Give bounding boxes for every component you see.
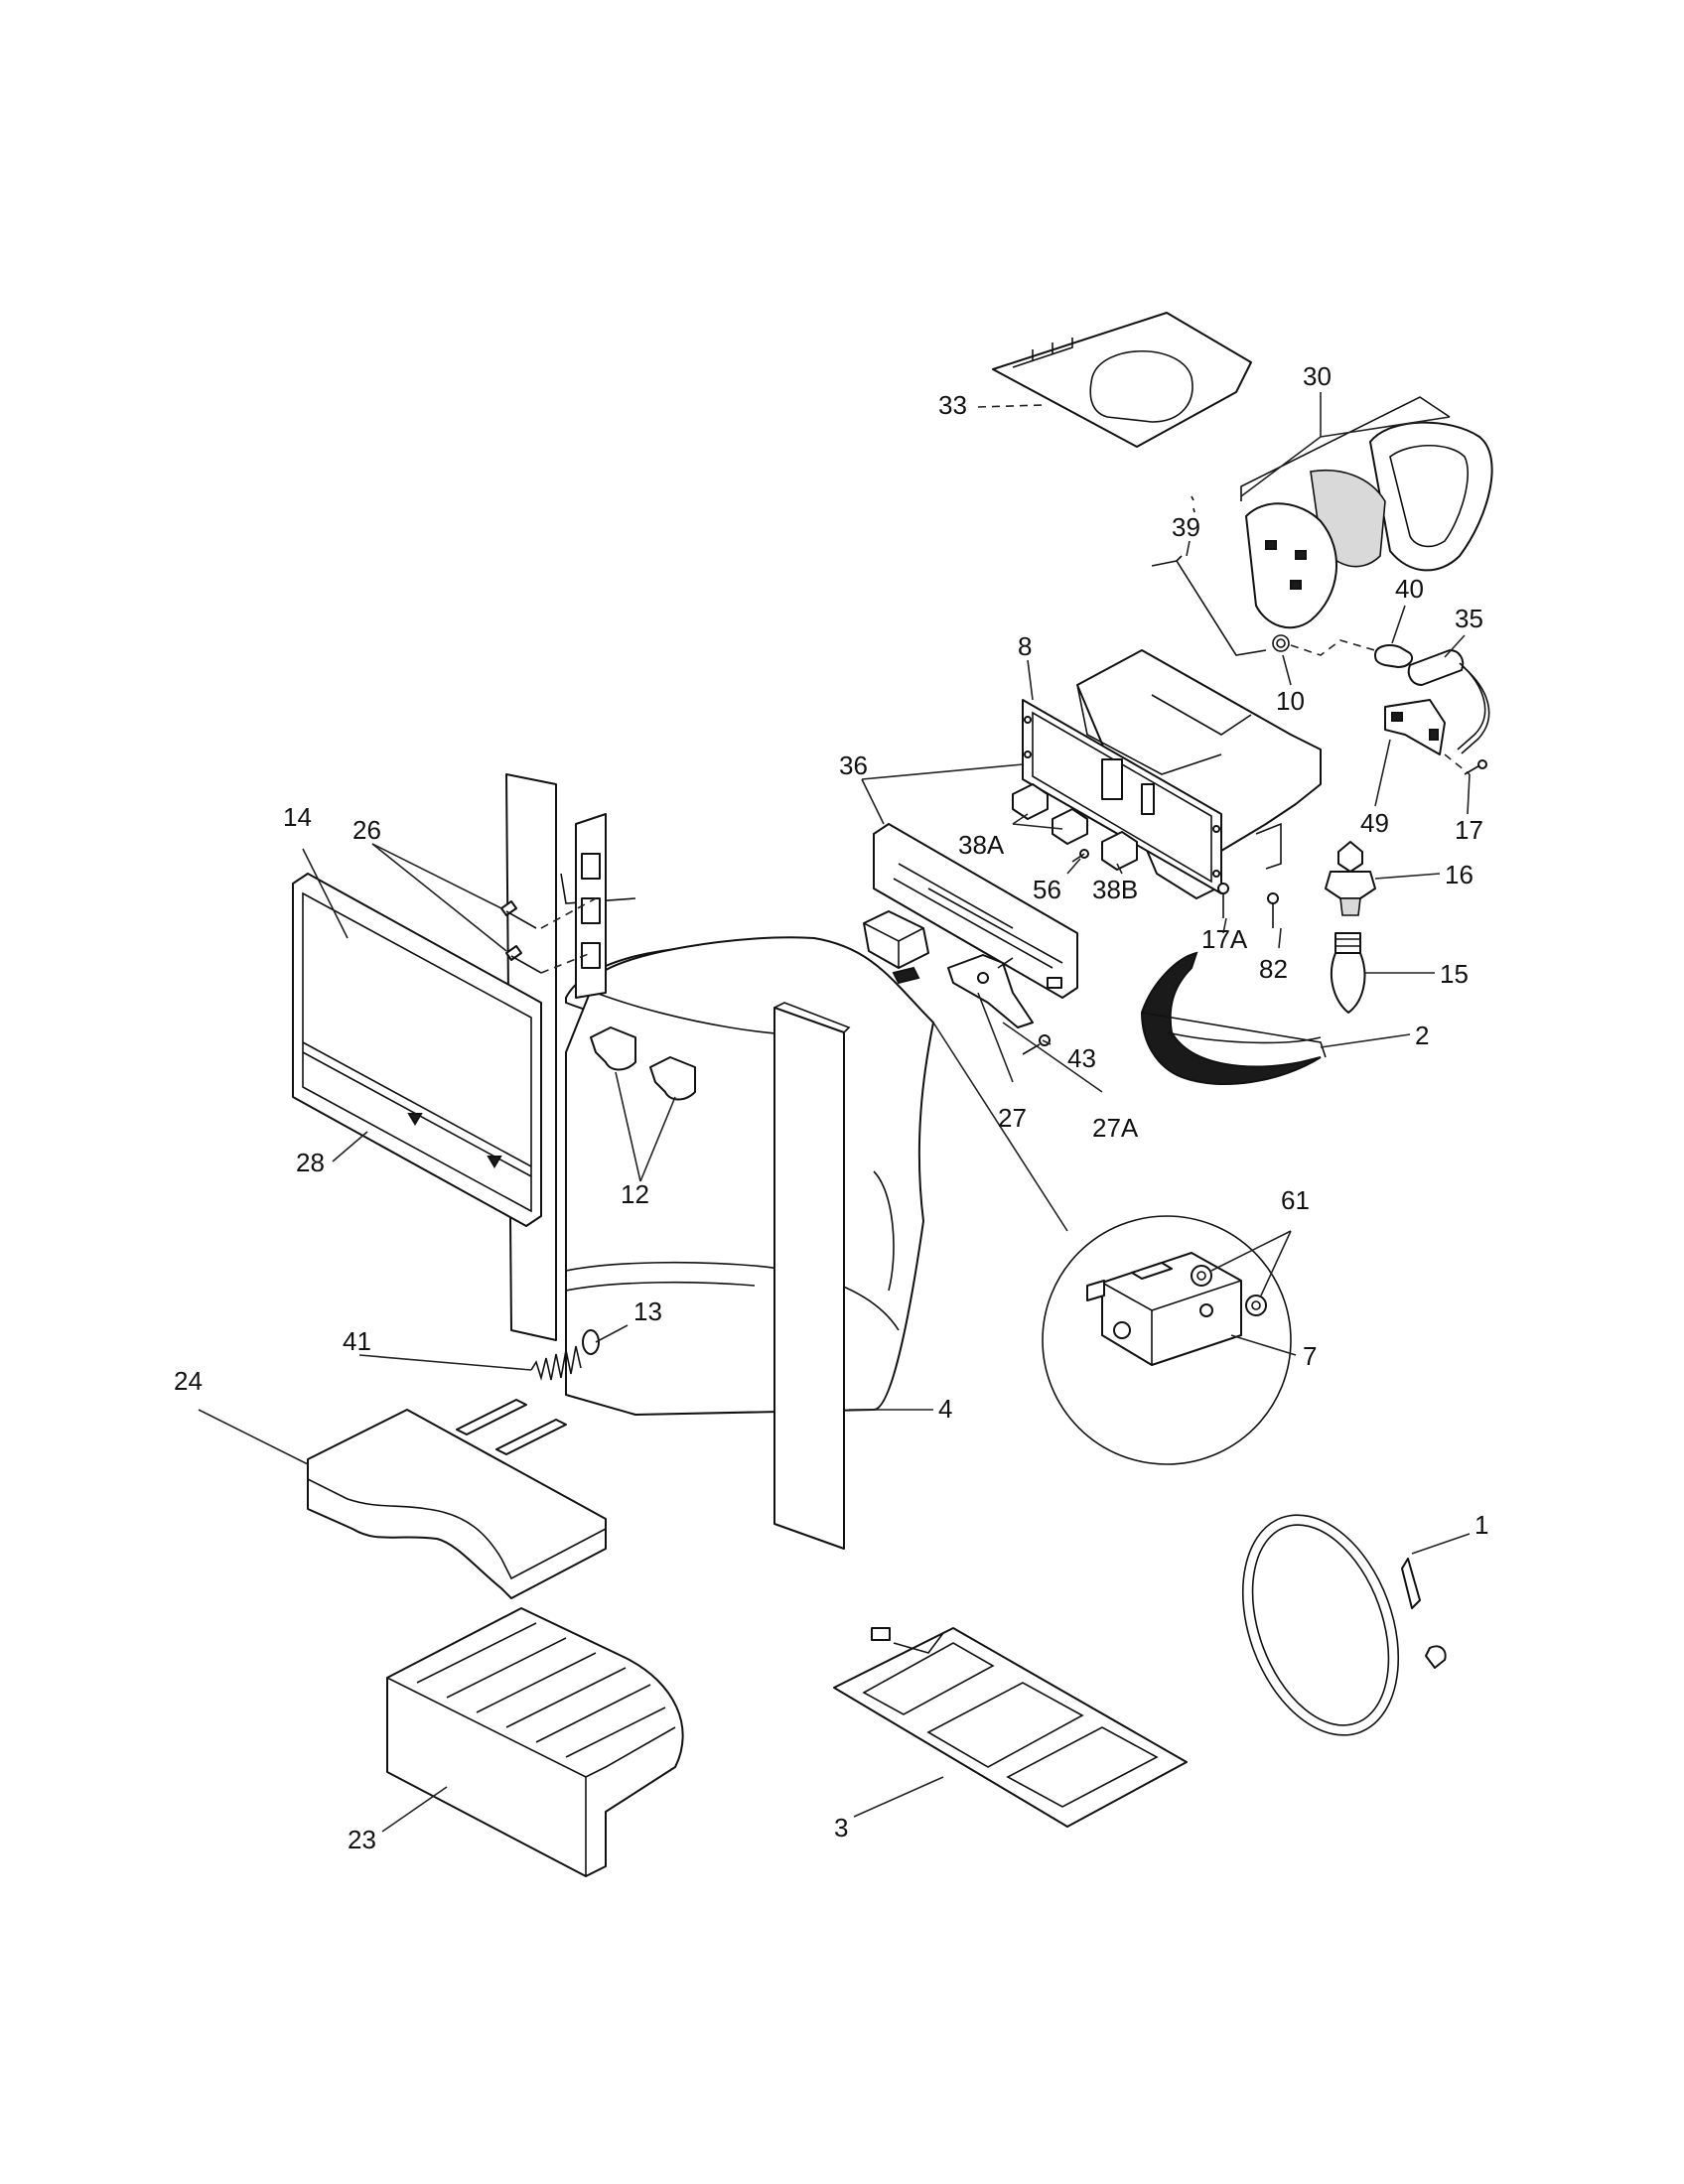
label-26: 26 [352, 815, 381, 845]
part-35-socket [1407, 649, 1490, 754]
part-10-spring [1272, 634, 1386, 656]
part-14-front-panel [292, 873, 542, 1227]
label-33: 33 [938, 390, 967, 420]
label-61: 61 [1281, 1185, 1310, 1215]
label-41: 41 [343, 1326, 371, 1356]
label-27: 27 [998, 1103, 1027, 1133]
label-3: 3 [834, 1813, 848, 1843]
label-39: 39 [1172, 512, 1200, 542]
label-56: 56 [1033, 875, 1061, 904]
part-1-gasket-ring [1241, 1514, 1447, 1736]
part-38A-switches [1012, 783, 1088, 845]
part-4-liner [505, 773, 934, 1550]
part-2-shield [1140, 951, 1327, 1086]
label-24: 24 [174, 1366, 203, 1396]
part-16-lamp-socket [1325, 841, 1376, 916]
label-49: 49 [1360, 808, 1389, 838]
label-7: 7 [1303, 1341, 1317, 1371]
part-38B-switch [1101, 831, 1138, 871]
part-24-tray [307, 1399, 607, 1599]
part-15-bulb [1331, 932, 1366, 1014]
part-3-heater-pad [833, 1627, 1188, 1828]
part-17-screw [1464, 759, 1487, 775]
part-39-lever [1151, 495, 1267, 656]
label-23: 23 [348, 1825, 376, 1854]
label-16: 16 [1445, 860, 1474, 889]
part-26-screws [500, 897, 597, 974]
hinge-bracket [575, 813, 607, 999]
callout-labels: 33 30 39 40 35 10 8 36 49 17 38A 16 56 3… [174, 361, 1488, 1854]
part-27-clip [863, 910, 929, 985]
part-12-hooks [590, 1026, 696, 1101]
label-38A: 38A [958, 830, 1005, 860]
part-40-capsule [1374, 644, 1414, 668]
label-1: 1 [1474, 1510, 1488, 1540]
part-17A-screw [1217, 883, 1229, 918]
part-27A-lever [947, 954, 1034, 1028]
label-30: 30 [1303, 361, 1332, 391]
label-36: 36 [839, 751, 868, 780]
part-36-bracket-plate [873, 823, 1078, 999]
label-13: 13 [633, 1297, 662, 1326]
label-40: 40 [1395, 574, 1424, 604]
part-30-chute-door [1240, 396, 1493, 629]
label-10: 10 [1276, 686, 1305, 716]
part-56-screw [1071, 849, 1089, 863]
label-4: 4 [938, 1394, 952, 1424]
detail-circle [1042, 1215, 1292, 1465]
label-35: 35 [1455, 604, 1483, 633]
label-82: 82 [1259, 954, 1288, 984]
label-17: 17 [1455, 815, 1483, 845]
label-14: 14 [283, 802, 312, 832]
part-49-bracket [1384, 699, 1471, 775]
label-15: 15 [1440, 959, 1469, 989]
part-8-housing [1022, 649, 1322, 899]
part-23-drip-tray [386, 1607, 684, 1877]
label-12: 12 [621, 1179, 649, 1209]
part-13-ring [582, 1329, 600, 1355]
leader-lines [198, 392, 1471, 1833]
label-28: 28 [296, 1148, 325, 1177]
label-2: 2 [1415, 1021, 1429, 1050]
label-8: 8 [1018, 631, 1032, 661]
label-43: 43 [1067, 1043, 1096, 1073]
part-82-screw [1267, 892, 1279, 928]
part-33-cover-plate [992, 312, 1252, 448]
label-27A: 27A [1092, 1113, 1139, 1143]
label-38B: 38B [1092, 875, 1138, 904]
part-41-spring [530, 1345, 582, 1381]
label-17A: 17A [1201, 924, 1248, 954]
